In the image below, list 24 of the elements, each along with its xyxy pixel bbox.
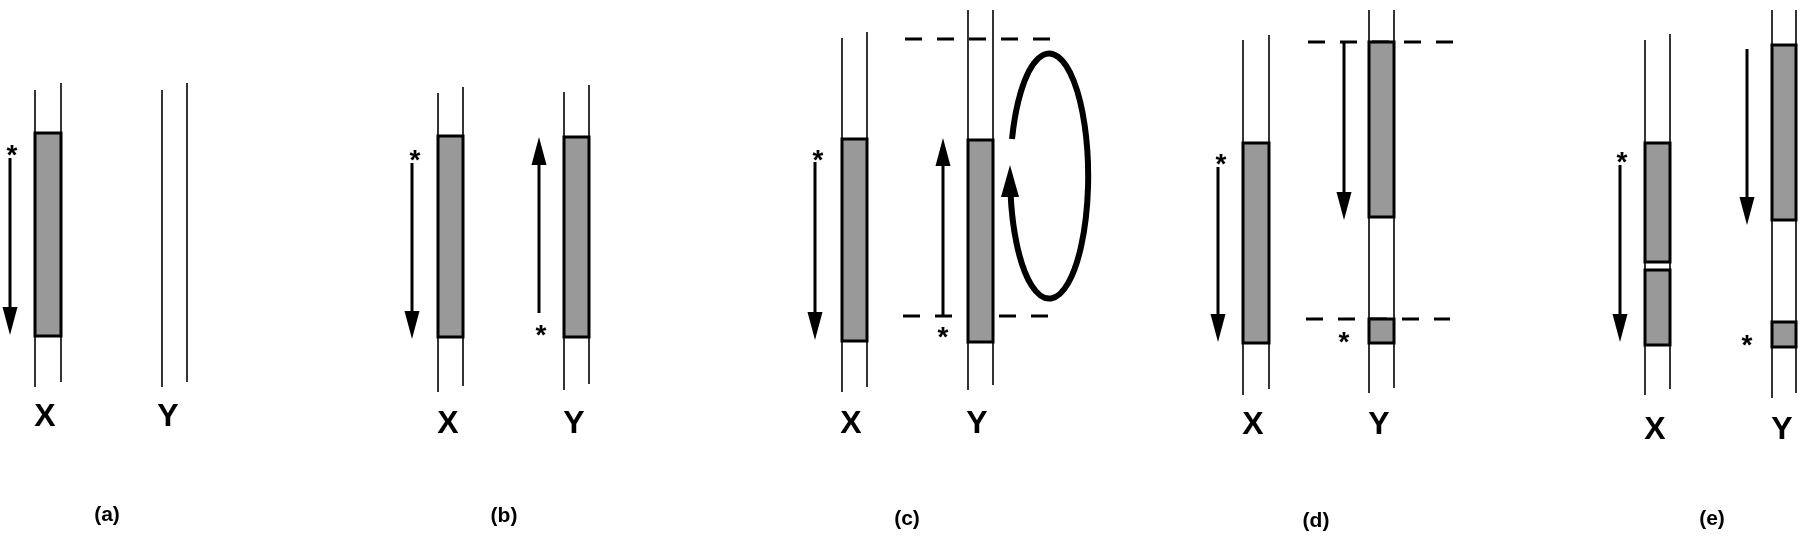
strand-label: X: [437, 406, 459, 438]
strand-label: X: [1242, 407, 1264, 439]
asterisk-label: *: [1215, 152, 1227, 174]
strand-label: Y: [1771, 412, 1793, 444]
asterisk-label: *: [937, 325, 949, 347]
asterisk-label: *: [1616, 150, 1628, 172]
strand-label: X: [1644, 412, 1666, 444]
strand-label: Y: [563, 406, 585, 438]
asterisk-label: *: [812, 148, 824, 170]
strand-label: Y: [966, 406, 988, 438]
panel-label: (b): [490, 502, 518, 528]
asterisk-label: *: [535, 323, 547, 345]
panel-label: (e): [1699, 505, 1725, 531]
strand-label: Y: [1368, 407, 1390, 439]
panel-label: (c): [894, 505, 920, 531]
asterisk-label: *: [409, 148, 421, 170]
panel-label: (d): [1302, 507, 1330, 533]
asterisk-label: *: [6, 143, 18, 165]
asterisk-label: *: [1338, 330, 1350, 352]
panel-label: (a): [94, 501, 120, 527]
asterisk-label: *: [1741, 333, 1753, 355]
strand-label: Y: [157, 399, 179, 431]
strand-label: X: [34, 399, 56, 431]
strand-label: X: [840, 406, 862, 438]
